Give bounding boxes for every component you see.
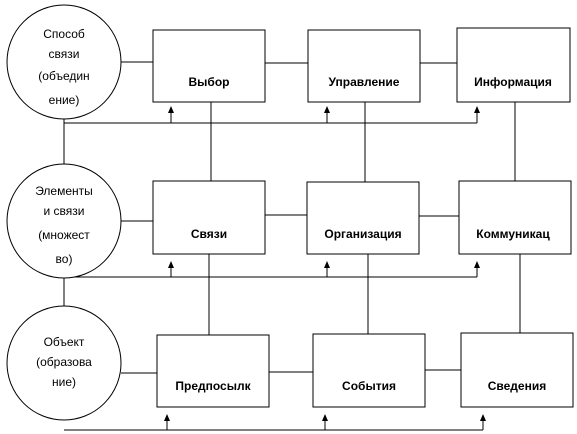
circle-1-line-1: Способ	[43, 27, 85, 41]
circle-1-line-3: (объедин	[38, 69, 89, 83]
circle-2-line-3: (множест	[38, 228, 90, 242]
bus-arrows-row1	[168, 106, 480, 123]
box-svyazi: Связи	[152, 180, 266, 255]
bus-arrows-row2	[168, 261, 480, 277]
box-informatsiya: Информация	[456, 27, 571, 103]
box-predposylk: Предпосылк	[156, 334, 270, 408]
box-organizatsiya: Организация	[306, 181, 420, 255]
circle-1-line-2: связи	[49, 47, 80, 61]
box-label: Управление	[329, 75, 400, 89]
circle-3-line-1: Объект	[44, 335, 85, 349]
box-label: Предпосылк	[175, 379, 251, 393]
bus-arrows-row3	[164, 414, 486, 430]
circle-node-1: Способ связи (объедин ение)	[6, 4, 122, 120]
box-kommunikats: Коммуникац	[458, 180, 572, 255]
box-label: Сведения	[488, 379, 546, 393]
box-upravlenie: Управление	[307, 29, 421, 103]
box-label: Информация	[474, 75, 552, 89]
circle-3-line-2: (образова	[36, 355, 92, 369]
circle-2-line-2: и связи	[44, 204, 85, 218]
circle-3-line-3: ние)	[52, 375, 76, 389]
circle-2-line-1: Элементы	[35, 184, 93, 198]
box-vybor: Выбор	[152, 29, 266, 103]
box-svedeniya: Сведения	[460, 332, 574, 408]
box-label: События	[342, 379, 396, 393]
circle-2-line-4: во)	[56, 252, 73, 266]
box-sobytiya: События	[312, 333, 426, 408]
circle-node-2: Элементы и связи (множест во)	[6, 163, 122, 279]
box-label: Коммуникац	[476, 227, 550, 241]
circle-node-3: Объект (образова ние)	[6, 305, 122, 421]
box-label: Связи	[191, 227, 227, 241]
box-label: Выбор	[189, 75, 230, 89]
box-label: Организация	[324, 227, 401, 241]
circle-1-line-4: ение)	[49, 93, 80, 107]
